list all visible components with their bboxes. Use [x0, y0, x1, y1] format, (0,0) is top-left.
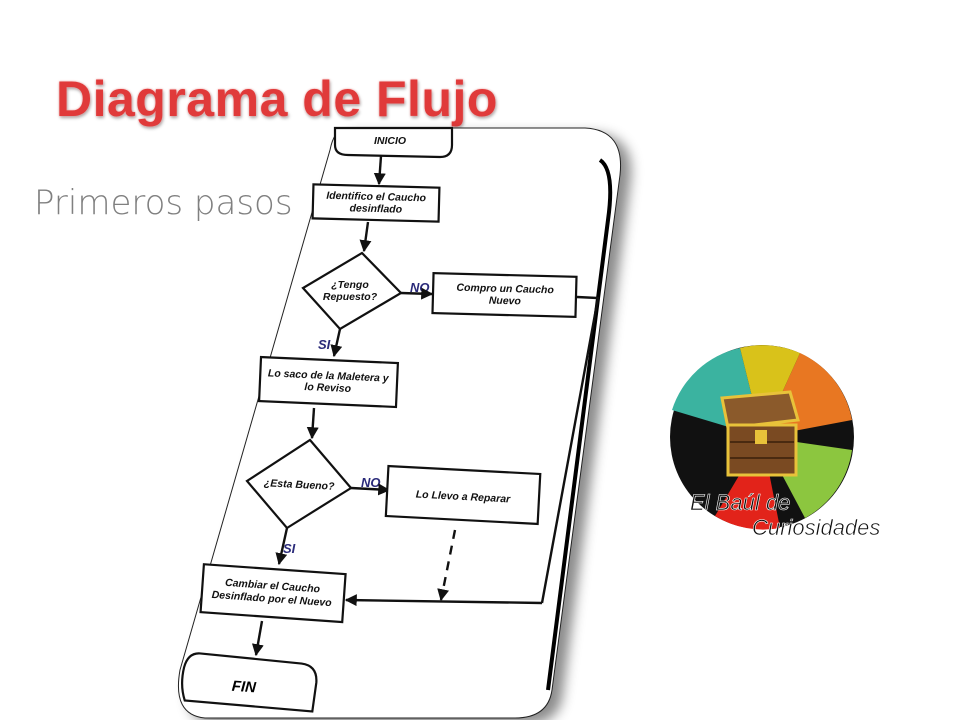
dashed-arrow: [437, 529, 457, 602]
arrow: [251, 620, 264, 657]
arrow: [275, 527, 289, 566]
step-identify-line2: desinflado: [349, 202, 402, 215]
step-check-line1: Lo saco de la Maletera y: [268, 367, 390, 384]
step-buy-line1: Compro un Caucho: [456, 282, 554, 297]
step-buy-line2: Nuevo: [489, 295, 522, 308]
step-repair-label: Lo Llevo a Reparar: [415, 489, 511, 506]
decision-good: ¿Esta Bueno?: [245, 438, 353, 530]
arrow: [359, 221, 372, 253]
logo-text-line1: El Baúl de: [690, 490, 790, 515]
logo: El Baúl de Curiosidades: [670, 345, 881, 540]
arrow: [344, 594, 543, 607]
arrow: [400, 287, 434, 300]
start-label: INICIO: [374, 135, 406, 147]
end-label: FIN: [231, 678, 257, 697]
end-terminal: FIN: [181, 652, 318, 713]
logo-text-line2: Curiosidades: [752, 515, 880, 540]
slide-title: Diagrama de Flujo: [56, 71, 498, 127]
step-identify-line1: Identifico el Caucho: [326, 190, 427, 205]
decision-good-label: ¿Esta Bueno?: [264, 477, 336, 493]
arrow: [330, 328, 343, 358]
step-check-line2: lo Reviso: [304, 381, 352, 395]
step-buy: Compro un Caucho Nuevo: [431, 271, 578, 318]
connector: [540, 295, 600, 604]
arrow: [350, 483, 391, 496]
treasure-chest-icon: [720, 390, 800, 477]
si-label: SI: [318, 337, 331, 352]
step-check: Lo saco de la Maletera y lo Reviso: [257, 355, 400, 409]
si-label: SI: [283, 541, 296, 556]
arrow: [306, 407, 319, 440]
no-label: NO: [361, 475, 381, 490]
start-terminal: INICIO: [333, 126, 454, 159]
decision-spare-line2: Repuesto?: [323, 291, 378, 303]
arrow: [373, 155, 386, 186]
step-identify: Identifico el Caucho desinflado: [311, 183, 441, 223]
step-replace: Cambiar el Caucho Desinflado por el Nuev…: [199, 563, 347, 624]
slide-subtitle: Primeros pasos: [34, 183, 293, 223]
decision-spare-line1: ¿Tengo: [331, 279, 369, 291]
step-repair: Lo Llevo a Reparar: [384, 464, 542, 526]
